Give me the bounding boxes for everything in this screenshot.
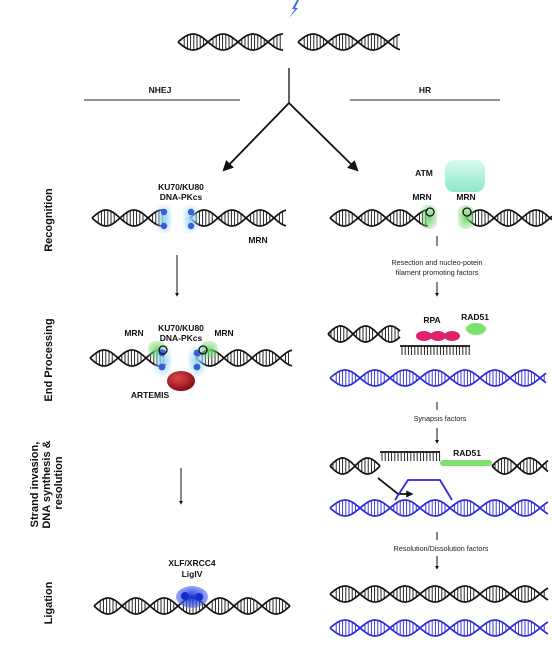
rpa-blob [444, 331, 460, 341]
hr-template-dna [329, 369, 547, 387]
dna-strand [329, 209, 429, 227]
ku-dot [158, 363, 166, 371]
hr-factor1-line1: Resection and nucleo-potein [391, 258, 482, 267]
ku-halo-right [183, 205, 199, 233]
nhej-proc-mrn-left: MRN [124, 328, 143, 338]
hr-recognition: ATM MRN MRN [412, 160, 485, 229]
hr-factor1-line2: filament promoting factors [396, 268, 479, 277]
nhej-rec-label-1: KU70/KU80 [158, 182, 204, 192]
hr-factor3: Resolution/Dissolution factors [394, 544, 489, 553]
nhej-rec-mrn: MRN [248, 235, 267, 245]
ku-halo-left [156, 205, 172, 233]
ku-halo-left [154, 346, 172, 376]
nhej-end-processing: KU70/KU80 DNA-PKcs MRN MRN ARTEMIS [124, 323, 233, 400]
nhej-proc-label-2: DNA-PKcs [160, 333, 203, 343]
dna-helices [89, 33, 552, 637]
nhej-ligation: XLF/XRCC4 LigIV [168, 558, 216, 608]
stage-end-processing: End Processing [43, 318, 55, 401]
dna-strand [329, 369, 547, 387]
stage-labels: Recognition End Processing Strand invasi… [29, 188, 65, 624]
ku-dot [160, 208, 168, 216]
dna-strand [465, 209, 552, 227]
hr-mrn-right: MRN [456, 192, 475, 202]
ligase-dot [195, 593, 203, 601]
lightning-icon [289, 0, 299, 18]
nhej-recognition: KU70/KU80 DNA-PKcs MRN [156, 182, 268, 245]
rpa-blob [416, 331, 432, 341]
nhej-rec-dna-left [91, 209, 167, 227]
ligase-complex [176, 586, 208, 608]
ku-dot [158, 349, 166, 357]
arrow-to-hr [288, 102, 359, 172]
arrow-to-nhej [222, 102, 290, 172]
atm-blob [445, 160, 485, 192]
hr-product-blue [329, 619, 549, 637]
top-dna-right [297, 33, 401, 51]
nhej-lig-label-2: LigIV [182, 569, 203, 579]
dna-strand [327, 325, 401, 343]
ku-dot [187, 208, 195, 216]
rad51-filament [440, 460, 492, 466]
dna-strand [329, 209, 429, 227]
hr-rec-dna-right [465, 209, 552, 227]
ligase-dot [181, 592, 189, 600]
dna-strand [465, 209, 552, 227]
mrn-ring [462, 207, 472, 217]
ku-dot [160, 222, 168, 230]
stage-strand-invasion: Strand invasion, DNA synthesis & resolut… [29, 437, 65, 528]
rpa-label: RPA [423, 315, 440, 325]
mrn-ring [425, 207, 435, 217]
nhej-proc-label-1: KU70/KU80 [158, 323, 204, 333]
hr-label: HR [419, 85, 431, 95]
stage-recognition: Recognition [43, 188, 55, 252]
rpa-blob [430, 331, 446, 341]
d-loop [394, 479, 453, 501]
mrn-blob-right [458, 205, 474, 229]
nhej-proc-mrn-right: MRN [214, 328, 233, 338]
nhej-label: NHEJ [149, 85, 172, 95]
ku-dot [193, 363, 201, 371]
hr-inv-template [329, 499, 549, 517]
top-dna-left [177, 33, 284, 51]
dna-strand [177, 33, 284, 51]
hr-end-processing: RPA RAD51 [399, 312, 489, 345]
hr-inv-dna-left [329, 457, 381, 475]
ku-dot [187, 222, 195, 230]
hr-rec-dna-left [329, 209, 429, 227]
rad51-invasion-label: RAD51 [453, 448, 481, 458]
stage-ligation: Ligation [43, 581, 55, 624]
nhej-rec-label-2: DNA-PKcs [160, 192, 203, 202]
artemis-blob [167, 371, 195, 391]
dna-strand [327, 325, 401, 343]
nhej-lig-label-1: XLF/XRCC4 [168, 558, 216, 568]
rad51-blob [466, 323, 486, 335]
mrn-ring [158, 345, 168, 355]
hr-inv-ssdna [380, 451, 441, 461]
nhej-rec-dna-right [189, 209, 287, 227]
mrn-crescent [399, 332, 412, 345]
hr-proc-ssdna [400, 345, 470, 355]
atm-label: ATM [415, 168, 433, 178]
hr-mrn-left: MRN [412, 192, 431, 202]
artemis-label: ARTEMIS [131, 390, 170, 400]
hr-inv-dna-right [491, 457, 549, 475]
mrn-blob-left [421, 205, 437, 229]
mrn-ring [198, 345, 208, 355]
hr-factor2: Synapsis factors [414, 414, 467, 423]
dna-strand [329, 369, 547, 387]
dna-strand [491, 457, 549, 475]
hr-strand-invasion: RAD51 [377, 448, 492, 501]
dna-strand [177, 33, 284, 51]
dna-strand [491, 457, 549, 475]
hr-product-black [329, 585, 549, 603]
hr-proc-dna-left [327, 325, 401, 343]
rad51-label: RAD51 [461, 312, 489, 322]
